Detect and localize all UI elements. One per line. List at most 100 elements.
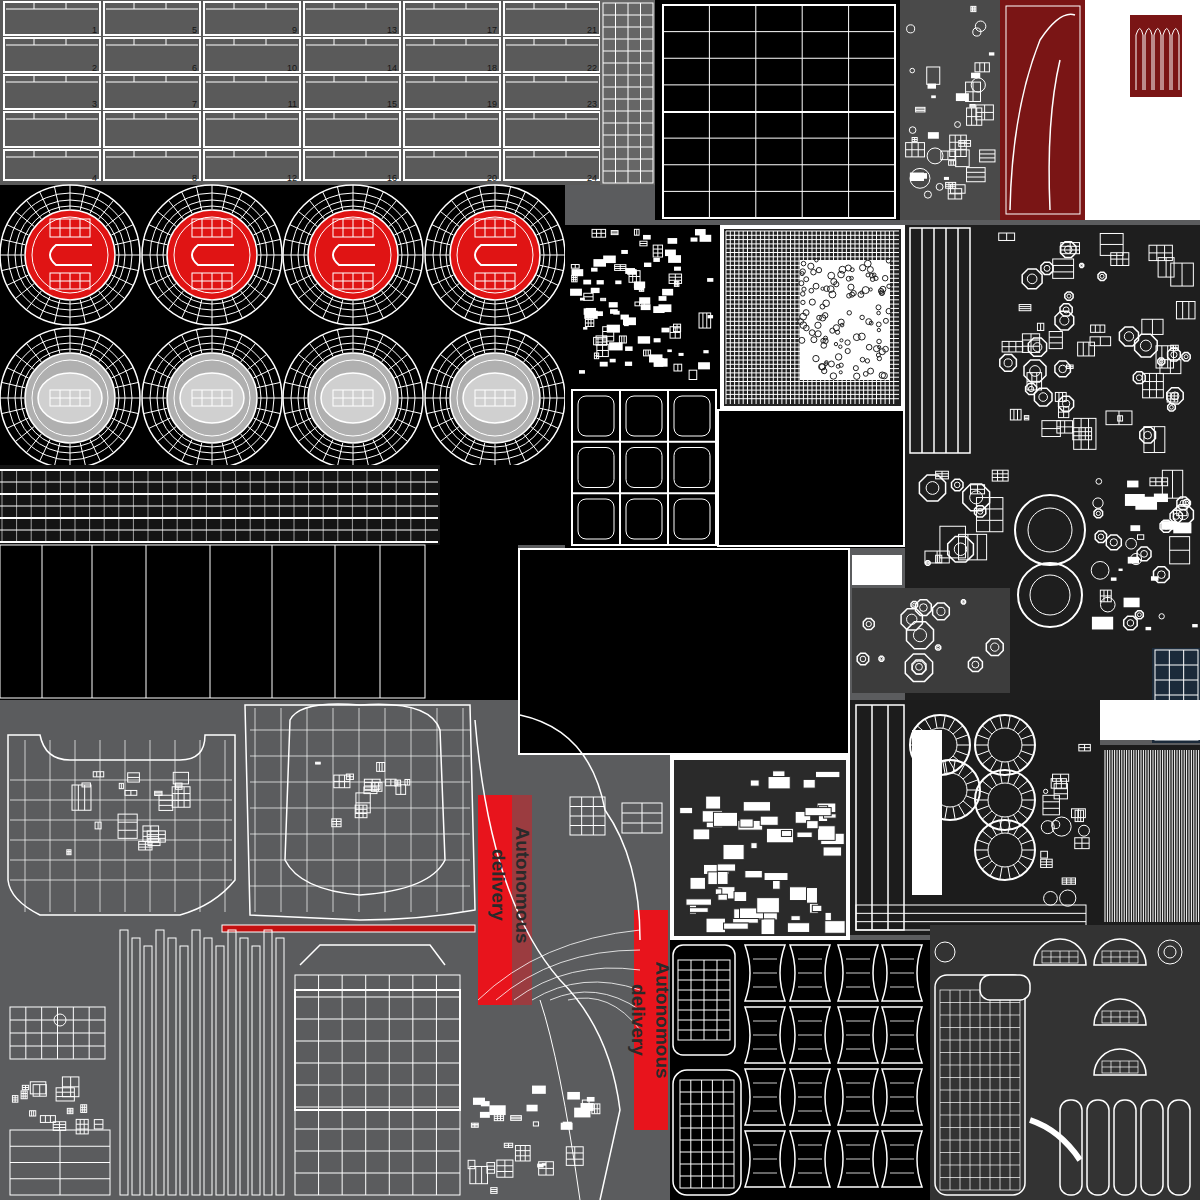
uv-path <box>882 945 922 1001</box>
uv-line <box>248 427 267 442</box>
uv-path <box>790 1069 830 1125</box>
uv-line <box>1019 306 1031 307</box>
uv-line <box>977 534 978 559</box>
uv-rect <box>622 803 662 833</box>
uv-circle <box>975 820 1035 880</box>
uv-line <box>948 182 949 188</box>
uv-line <box>333 708 334 912</box>
uv-rect <box>956 93 969 101</box>
uv-line <box>373 439 383 461</box>
uv-circle <box>283 185 423 325</box>
uv-rect <box>674 396 710 436</box>
uv-line <box>168 434 183 453</box>
uv-rect <box>931 95 936 98</box>
uv-line <box>680 1104 734 1105</box>
uv-path <box>1022 269 1042 289</box>
uv-line <box>50 228 90 229</box>
uv-line <box>1022 850 1035 851</box>
uv-rect <box>625 362 632 366</box>
uv-line <box>1157 750 1158 922</box>
uv-line <box>1162 750 1163 922</box>
uv-circle <box>839 266 846 273</box>
uv-circle <box>811 269 816 274</box>
uv-line <box>366 38 367 45</box>
uv-circle <box>1039 393 1048 402</box>
uv-line <box>540 408 563 413</box>
uv-rect <box>515 1146 530 1161</box>
uv-line <box>66 2 67 9</box>
uv-line <box>1062 882 1075 883</box>
uv-line <box>663 31 895 32</box>
uv-line <box>10 1033 105 1034</box>
uv-line <box>1102 1017 1138 1018</box>
uv-line <box>674 284 678 285</box>
uv-path <box>475 720 620 1200</box>
uv-rect <box>706 918 725 933</box>
uv-line <box>1174 393 1175 402</box>
uv-rect <box>980 150 995 162</box>
uv-line <box>1077 810 1078 821</box>
uv-rect <box>850 700 1100 935</box>
uv-circle <box>32 217 108 293</box>
uv-path <box>1168 348 1181 361</box>
uv-circle <box>848 284 854 290</box>
uv-line <box>1022 346 1039 347</box>
uv-line <box>603 75 653 76</box>
uv-rect <box>1102 1061 1138 1073</box>
uv-line <box>67 1110 73 1111</box>
uv-line <box>70 301 71 325</box>
uv-circle <box>975 21 986 32</box>
uv-line <box>364 790 377 791</box>
uv-rect <box>565 410 720 548</box>
uv-line <box>726 252 899 253</box>
uv-line <box>1014 760 1021 771</box>
uv-rect <box>592 229 606 237</box>
uv-rect <box>597 344 608 356</box>
uv-line <box>534 112 535 119</box>
uv-line <box>334 2 335 9</box>
uv-line <box>975 745 988 746</box>
uv-rect <box>971 73 980 79</box>
uv-line <box>78 785 79 810</box>
uv-line <box>440 427 459 442</box>
uv-line <box>663 191 895 192</box>
uv-rect <box>159 795 173 810</box>
uv-line <box>290 225 312 235</box>
uv-line <box>222 187 227 210</box>
uv-line <box>111 275 133 285</box>
uv-line <box>427 408 450 413</box>
uv-circle <box>1110 539 1117 546</box>
uv-line <box>248 284 267 299</box>
uv-line <box>798 1083 822 1084</box>
uv-line <box>99 343 114 362</box>
uv-line <box>922 796 934 800</box>
uv-rect <box>572 390 716 545</box>
uv-rect <box>561 1123 573 1130</box>
uv-line <box>1188 302 1189 319</box>
uv-path <box>745 1069 785 1125</box>
uv-line <box>1191 750 1192 922</box>
uv-circle <box>954 543 967 556</box>
uv-rect <box>104 38 200 72</box>
uv-line <box>1112 750 1113 922</box>
uv-line <box>1014 719 1021 730</box>
uv-line <box>34 38 35 45</box>
uv-line <box>1043 808 1059 809</box>
uv-line <box>272 545 273 698</box>
uv-line <box>106 211 125 226</box>
uv-circle <box>446 206 544 304</box>
uv-rect <box>1041 859 1053 867</box>
uv-rect <box>1000 0 1085 220</box>
uv-line <box>959 143 971 144</box>
uv-line <box>398 382 421 387</box>
uv-rect <box>304 112 400 147</box>
uv-line <box>80 330 85 353</box>
uv-line <box>168 291 183 310</box>
uv-rect <box>668 255 681 263</box>
uv-line <box>125 740 126 912</box>
uv-line <box>40 335 50 357</box>
uv-circle <box>821 338 826 343</box>
uv-line <box>335 545 336 698</box>
uv-line <box>379 762 380 771</box>
uv-line <box>856 921 1086 922</box>
